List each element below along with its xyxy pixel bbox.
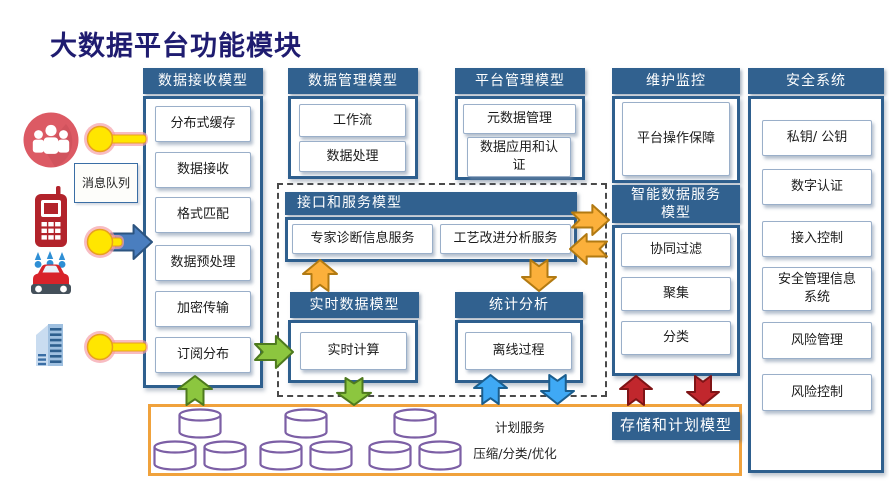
realtime-header: 实时数据模型: [290, 292, 419, 318]
module-box: 工作流: [299, 104, 406, 137]
module-box: 平台操作保障: [622, 102, 730, 176]
module-box: 实时计算: [300, 332, 407, 370]
module-box: 工艺改进分析服务: [440, 224, 571, 254]
module-box: 私钥/ 公钥: [762, 120, 872, 156]
module-box: 专家诊断信息服务: [292, 224, 433, 254]
column-header-security: 安全系统: [748, 68, 884, 94]
column-header-platform: 平台管理模型: [455, 68, 585, 94]
column-header-maintain: 维护监控: [612, 68, 740, 94]
module-box: 数字认证: [762, 169, 872, 205]
arrow-storage-to-smart: [619, 375, 653, 406]
module-box: 安全管理信息系统: [762, 267, 872, 311]
message-queue-label: 消息队列: [74, 163, 138, 203]
module-box: 元数据管理: [463, 104, 576, 134]
column-header-receive: 数据接收模型: [143, 68, 263, 94]
column-header-manage: 数据管理模型: [288, 68, 418, 94]
key-marker-icon: [84, 226, 124, 258]
building-icon: [36, 324, 63, 366]
module-box: 数据预处理: [155, 245, 251, 281]
module-box: 风险管理: [762, 322, 872, 359]
module-box: 聚集: [621, 277, 731, 311]
service-region-dashed-border: [277, 183, 607, 397]
arrow-smart-to-storage: [686, 375, 720, 406]
car-icon: [31, 251, 71, 294]
compress-classify-optimize-label: 压缩/分类/优化: [473, 446, 557, 461]
plan-service-label: 计划服务: [494, 420, 545, 435]
phone-icon: [35, 186, 67, 247]
module-box: 协同过滤: [621, 233, 731, 267]
statistics-header: 统计分析: [455, 292, 583, 318]
module-box: 风险控制: [762, 374, 872, 411]
module-box: 接入控制: [762, 221, 872, 257]
module-box: 离线过程: [465, 332, 572, 370]
module-box: 订阅分布: [155, 337, 251, 373]
module-box: 数据应用和认证: [467, 137, 571, 177]
module-box: 数据处理: [299, 141, 406, 172]
key-marker-icon: [84, 123, 148, 155]
module-box: 加密传输: [155, 291, 251, 327]
interface-service-header: 接口和服务模型: [285, 192, 577, 215]
key-marker-icon: [84, 331, 148, 363]
module-box: 数据接收: [155, 152, 251, 188]
storage-model-bar: 存储和计划模型: [612, 412, 740, 440]
module-box: 格式匹配: [155, 197, 251, 233]
people-icon: [23, 112, 79, 168]
column-header-smart: 智能数据服务模型: [612, 185, 740, 223]
page-title: 大数据平台功能模块: [50, 31, 302, 62]
module-box: 分类: [621, 321, 731, 355]
module-box: 分布式缓存: [155, 106, 251, 142]
